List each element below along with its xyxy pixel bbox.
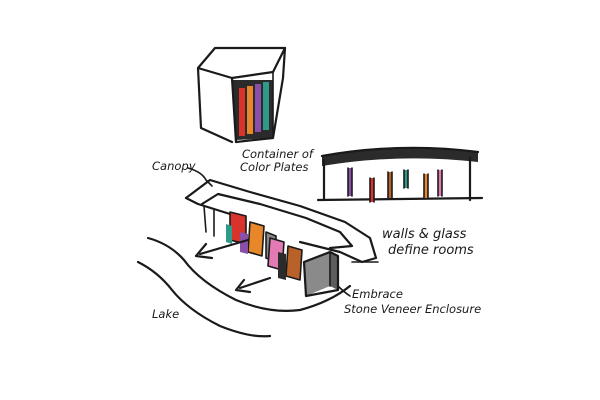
canopy-front-edge [184,196,232,216]
section-plate-orange [424,174,428,198]
canopy-outline [184,178,378,264]
container-plate-purple [255,84,261,132]
container-label-line1: Container of [242,147,315,161]
walls-label-line1: walls & glass [382,227,467,242]
section-roof [322,147,478,166]
container-right-edge [234,46,287,144]
container-box [196,46,287,144]
section-plate-green [404,170,408,188]
building-axonometric [184,178,378,298]
container-plate-red [239,88,245,136]
stone-enclosure [302,250,340,298]
plate-green [226,224,232,244]
embrace-label-line2: Stone Veneer Enclosure [344,302,481,316]
container-top-face [196,46,287,80]
section-plate-brown [388,172,392,198]
section-plate-outlines [347,167,443,203]
section-roof-outline [320,146,480,158]
plate-brown [285,245,303,281]
canopy-underside [203,205,215,237]
section-ground-line [316,196,484,202]
embrace-label-line1: Embrace [352,287,403,301]
section-plate-purple [348,168,352,196]
canopy-label: Canopy [152,159,196,173]
arrow-lower [234,276,272,294]
arrow-upper [194,238,250,260]
plate-purple [240,232,248,254]
shoreline-inner [136,260,272,338]
container-plate-green [263,82,269,130]
section-plate-red [370,178,374,202]
container-label-line2: Color Plates [240,160,308,174]
canopy-inner-outline [200,192,354,250]
section-elevation [316,146,484,203]
plate-orange [247,221,265,257]
walls-label-line2: define rooms [388,243,474,258]
container-left-face [196,66,234,144]
section-plate-pink [438,170,442,196]
plate-dark [278,252,286,280]
canopy-leader [187,167,213,187]
embrace-leader [337,285,351,297]
shoreline-outer [146,236,352,312]
container-front-edge [230,76,238,144]
container-plate-orange [247,86,253,134]
lake-label: Lake [152,307,179,321]
